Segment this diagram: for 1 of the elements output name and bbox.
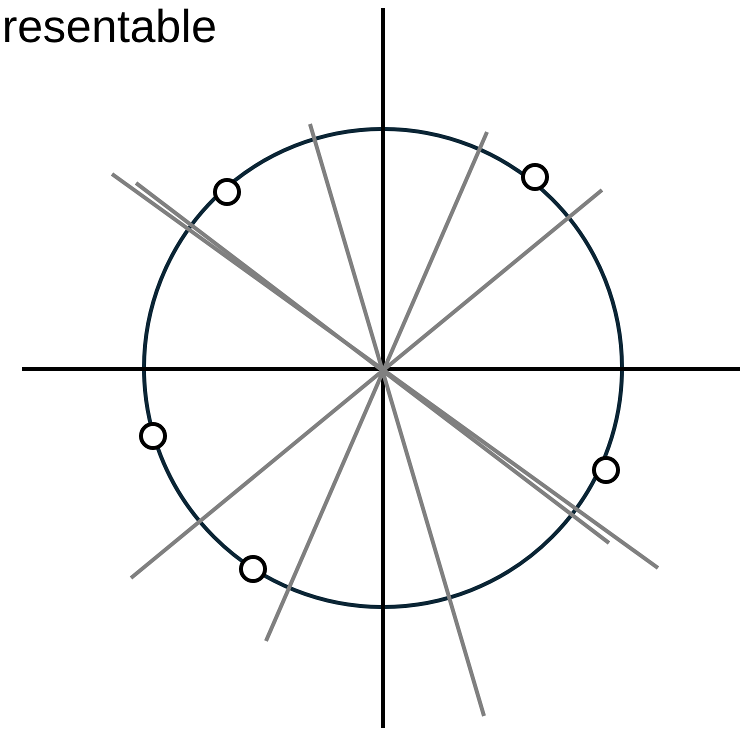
heading-text: resentable — [2, 0, 217, 52]
